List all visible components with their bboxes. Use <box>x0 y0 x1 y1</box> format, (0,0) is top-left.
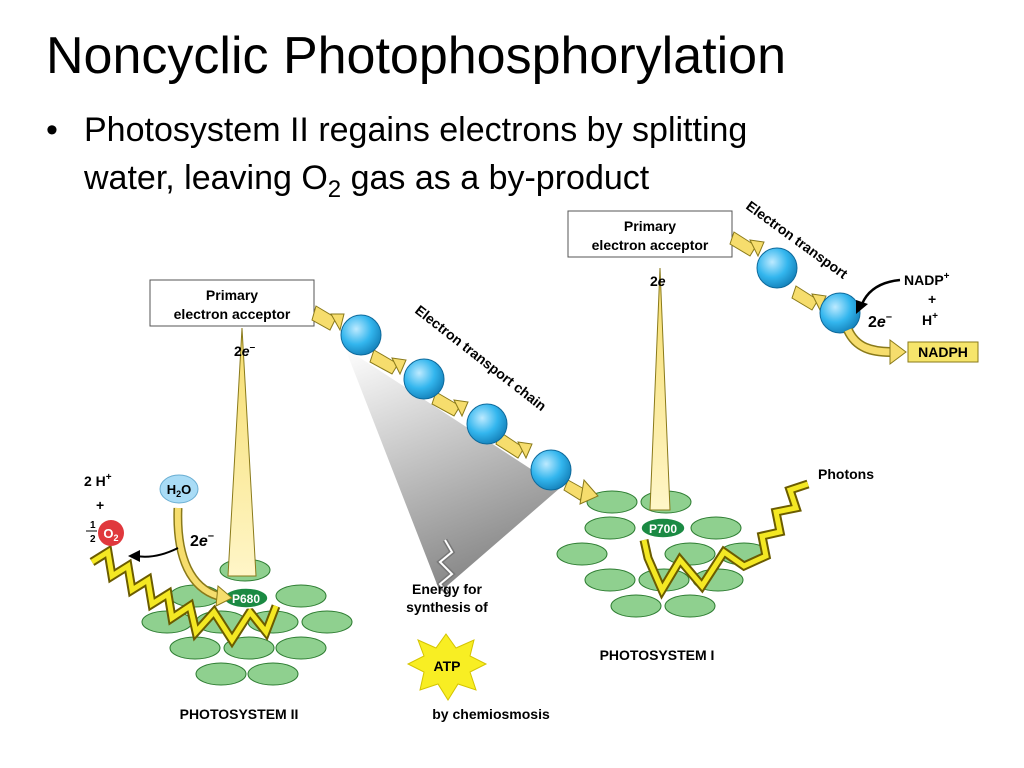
protons-label: 2 H+ <box>84 472 112 489</box>
ps1-beam-electrons: 2e <box>650 273 666 289</box>
light-zigzag-ps2-fill <box>90 547 279 645</box>
excitation-beam-ps2 <box>227 327 257 577</box>
nadph-output-arrowhead <box>889 339 907 365</box>
energy-squiggle-inner <box>438 539 454 595</box>
energy-label-line-2: synthesis of <box>406 599 488 615</box>
p700-label: P700 <box>649 522 677 536</box>
nadp-input-arrow <box>860 278 901 305</box>
nadp-electrons-label: 2e– <box>868 311 892 331</box>
carrier-6 <box>819 292 861 334</box>
nadp-plus: + <box>928 291 936 307</box>
bullet-dot: • <box>46 111 58 149</box>
o2-label: O2 <box>103 526 118 543</box>
ps1-acceptor-box <box>567 210 733 258</box>
carrier-1 <box>340 314 382 356</box>
h2o-label: H2O <box>167 482 192 499</box>
water-electrons-label: 2e– <box>190 530 214 550</box>
ps1-acceptor-line-1: Primary <box>624 218 676 234</box>
atp-label: ATP <box>434 658 461 674</box>
water-electron-arrowhead <box>215 584 233 607</box>
carrier-4 <box>530 449 572 491</box>
bullet-line-2-end: gas as a by-product <box>341 159 650 197</box>
half-denominator: 2 <box>90 534 96 545</box>
slide-title: Noncyclic Photophosphorylation <box>46 27 786 85</box>
bullet-text: Photosystem II regains electrons by spli… <box>84 106 904 202</box>
p700-reaction-center <box>640 517 686 539</box>
electron-carriers <box>340 247 861 491</box>
chemiosmosis-label: by chemiosmosis <box>432 706 550 722</box>
energy-label-line-1: Energy for <box>412 581 483 597</box>
ps2-acceptor-line-2: electron acceptor <box>174 306 291 322</box>
energy-fan <box>345 348 560 592</box>
nadph-label: NADPH <box>918 344 968 360</box>
nadp-proton-label: H+ <box>922 311 938 328</box>
ps2-acceptor-box <box>149 279 315 327</box>
photons-label: Photons <box>818 466 874 482</box>
photosystem-1-label: PHOTOSYSTEM I <box>600 647 715 663</box>
ps2-beam-electrons: 2e– <box>234 342 256 359</box>
oxygen-release-arrowhead <box>128 550 140 562</box>
o2-molecule <box>98 520 124 546</box>
bullet-subscript: 2 <box>327 176 342 203</box>
nadp-label: NADP+ <box>904 271 950 288</box>
ps2-acceptor-line-1: Primary <box>206 287 258 303</box>
photosystem-2-label: PHOTOSYSTEM II <box>180 706 299 722</box>
nadph-box <box>907 341 979 363</box>
oxygen-release-arrow <box>135 547 179 558</box>
atp-starburst <box>406 633 488 701</box>
water-electron-arrow-fill <box>174 507 220 599</box>
ps1-acceptor-line-2: electron acceptor <box>592 237 709 253</box>
nadp-input-arrowhead <box>856 300 868 314</box>
half-numerator: 1 <box>90 520 96 531</box>
nadph-output-arrow-fill <box>844 328 893 356</box>
p680-label: P680 <box>232 592 260 606</box>
h2o-molecule <box>159 474 199 504</box>
bullet-line-1: Photosystem II regains electrons by spli… <box>84 111 748 149</box>
excitation-beam-ps1 <box>649 267 671 511</box>
water-plus: + <box>96 497 104 513</box>
carrier-3 <box>466 403 508 445</box>
light-zigzag-ps1-fill <box>641 481 809 596</box>
bullet-line-2-text: water, leaving O <box>84 159 328 197</box>
carrier-2 <box>403 358 445 400</box>
carrier-5 <box>756 247 798 289</box>
bullet-line-2: water, leaving O2 gas as a by-product <box>84 154 904 202</box>
